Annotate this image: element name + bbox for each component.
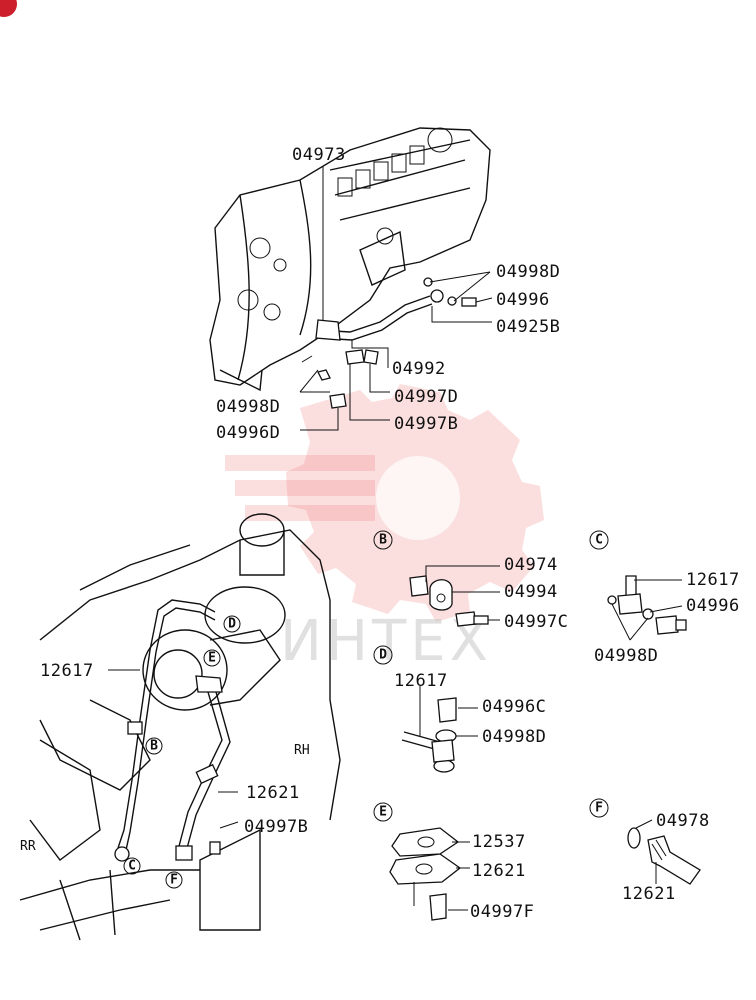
label-04997B-top: 04997B xyxy=(394,414,458,434)
label-12617-C: 12617 xyxy=(686,570,740,590)
label-04974: 04974 xyxy=(504,555,558,575)
label-rr: RR xyxy=(20,839,36,854)
detail-C: C xyxy=(589,530,687,641)
svg-text:D: D xyxy=(228,617,236,632)
label-04998D-D: 04998D xyxy=(482,727,546,747)
label-12621-F: 12621 xyxy=(622,884,676,904)
oil-pipe-top xyxy=(301,277,477,409)
label-12621-E: 12621 xyxy=(472,861,526,881)
label-04978: 04978 xyxy=(656,811,710,831)
turbocharger-drawing xyxy=(19,513,341,941)
label-12621-main: 12621 xyxy=(246,783,300,803)
oil-pipe-12621 xyxy=(175,675,231,861)
svg-text:B: B xyxy=(379,533,387,548)
marker-D-main: D xyxy=(223,615,241,633)
oil-pipe-12617 xyxy=(114,599,216,862)
detail-D: D xyxy=(373,645,478,773)
svg-text:C: C xyxy=(128,859,136,874)
label-04997F: 04997F xyxy=(470,902,534,922)
label-04973: 04973 xyxy=(292,145,346,165)
marker-E-main: E xyxy=(203,649,221,667)
label-04925B: 04925B xyxy=(496,317,560,337)
svg-text:B: B xyxy=(150,739,158,754)
svg-text:F: F xyxy=(595,801,603,816)
label-04997D: 04997D xyxy=(394,387,458,407)
label-04997B-main: 04997B xyxy=(244,817,308,837)
injection-pump-drawing xyxy=(209,127,491,392)
detail-B: B xyxy=(373,530,500,627)
detail-E: E xyxy=(373,802,470,921)
label-04992: 04992 xyxy=(392,359,446,379)
label-12537: 12537 xyxy=(472,832,526,852)
label-04996-C: 04996 xyxy=(686,596,740,616)
watermark-gear-icon xyxy=(225,384,544,622)
corner-badge-icon xyxy=(0,0,17,17)
label-04997C: 04997C xyxy=(504,612,568,632)
label-04998D-top: 04998D xyxy=(496,262,560,282)
detail-F: F xyxy=(589,798,701,885)
label-04998D-left: 04998D xyxy=(216,397,280,417)
label-12617-main: 12617 xyxy=(40,661,94,681)
label-rh: RH xyxy=(294,743,310,758)
label-04996D: 04996D xyxy=(216,423,280,443)
label-04998D-C: 04998D xyxy=(594,646,658,666)
marker-F-main: F xyxy=(165,871,183,889)
svg-text:C: C xyxy=(595,533,603,548)
leader-lines-main xyxy=(108,669,239,829)
marker-B-main: B xyxy=(145,737,163,755)
svg-text:F: F xyxy=(170,873,178,888)
label-04994: 04994 xyxy=(504,582,558,602)
watermark-text: ИНТЕХ xyxy=(280,609,492,674)
svg-text:E: E xyxy=(379,805,387,820)
svg-text:D: D xyxy=(379,648,387,663)
label-12617-D: 12617 xyxy=(394,671,448,691)
label-04996C: 04996C xyxy=(482,697,546,717)
marker-C-main: C xyxy=(123,857,141,875)
svg-text:E: E xyxy=(208,651,216,666)
leader-lines-top xyxy=(299,166,493,431)
label-04996-top: 04996 xyxy=(496,290,550,310)
